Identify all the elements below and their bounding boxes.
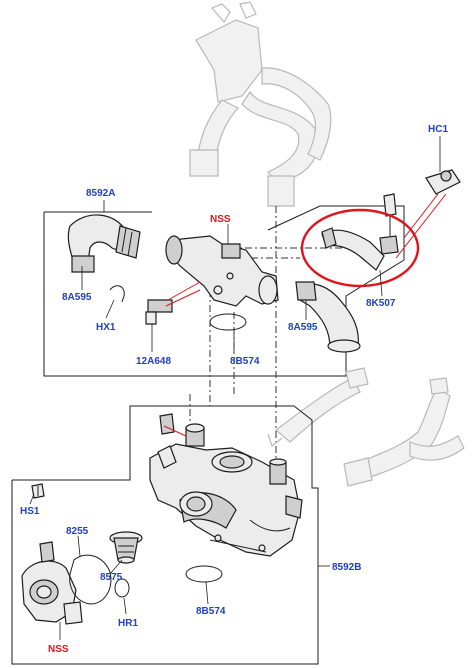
clip-hx1 bbox=[109, 285, 125, 303]
callout-8592a: 8592A bbox=[86, 188, 115, 199]
callout-8a595-right: 8A595 bbox=[288, 322, 318, 333]
o-ring-8b574-upper bbox=[209, 313, 247, 331]
callout-8a595-left: 8A595 bbox=[62, 292, 92, 303]
callout-8b574-top: 8B574 bbox=[230, 356, 260, 367]
callout-hr1: HR1 bbox=[118, 618, 138, 629]
gasket-8255 bbox=[69, 554, 112, 605]
callout-8k507: 8K507 bbox=[366, 298, 396, 309]
o-ring-hr1 bbox=[114, 578, 130, 598]
coolant-outlet-housing bbox=[165, 235, 279, 307]
temperature-sensor-12a648 bbox=[145, 281, 201, 325]
ghost-hose-assembly-top bbox=[189, 1, 332, 207]
callout-hc1: HC1 bbox=[428, 124, 448, 135]
callout-hs1: HS1 bbox=[20, 506, 40, 517]
callout-12a648: 12A648 bbox=[136, 356, 171, 367]
sensor-connector-lower bbox=[159, 413, 187, 437]
callout-8255: 8255 bbox=[66, 526, 89, 537]
highlight-circle bbox=[300, 208, 420, 288]
thermostat-8575 bbox=[109, 531, 143, 564]
callout-hx1: HX1 bbox=[96, 322, 116, 333]
thermostat-housing-main bbox=[149, 423, 303, 557]
callout-8592b: 8592B bbox=[332, 562, 361, 573]
screw-hs1 bbox=[31, 483, 45, 499]
callout-nss-bottom: NSS bbox=[48, 644, 69, 655]
assembly-frame-8592a bbox=[43, 200, 405, 377]
assembly-frame-8592b bbox=[11, 405, 330, 665]
o-ring-8b574-lower bbox=[185, 565, 223, 583]
hose-elbow-left bbox=[67, 214, 141, 273]
ghost-hose-assembly-right bbox=[267, 367, 465, 487]
callout-nss-top: NSS bbox=[210, 214, 231, 225]
housing-cover-nss bbox=[21, 541, 83, 625]
callout-8b574-bottom: 8B574 bbox=[196, 606, 226, 617]
hose-clip-hc1 bbox=[395, 169, 461, 259]
bypass-hose-8k507 bbox=[321, 193, 399, 271]
hose-elbow-right bbox=[295, 281, 361, 353]
callout-labels: 8592A NSS HC1 8A595 HX1 12A648 8B574 8K5… bbox=[20, 124, 448, 655]
callout-8575: 8575 bbox=[100, 572, 123, 583]
leader-lines bbox=[29, 136, 441, 640]
